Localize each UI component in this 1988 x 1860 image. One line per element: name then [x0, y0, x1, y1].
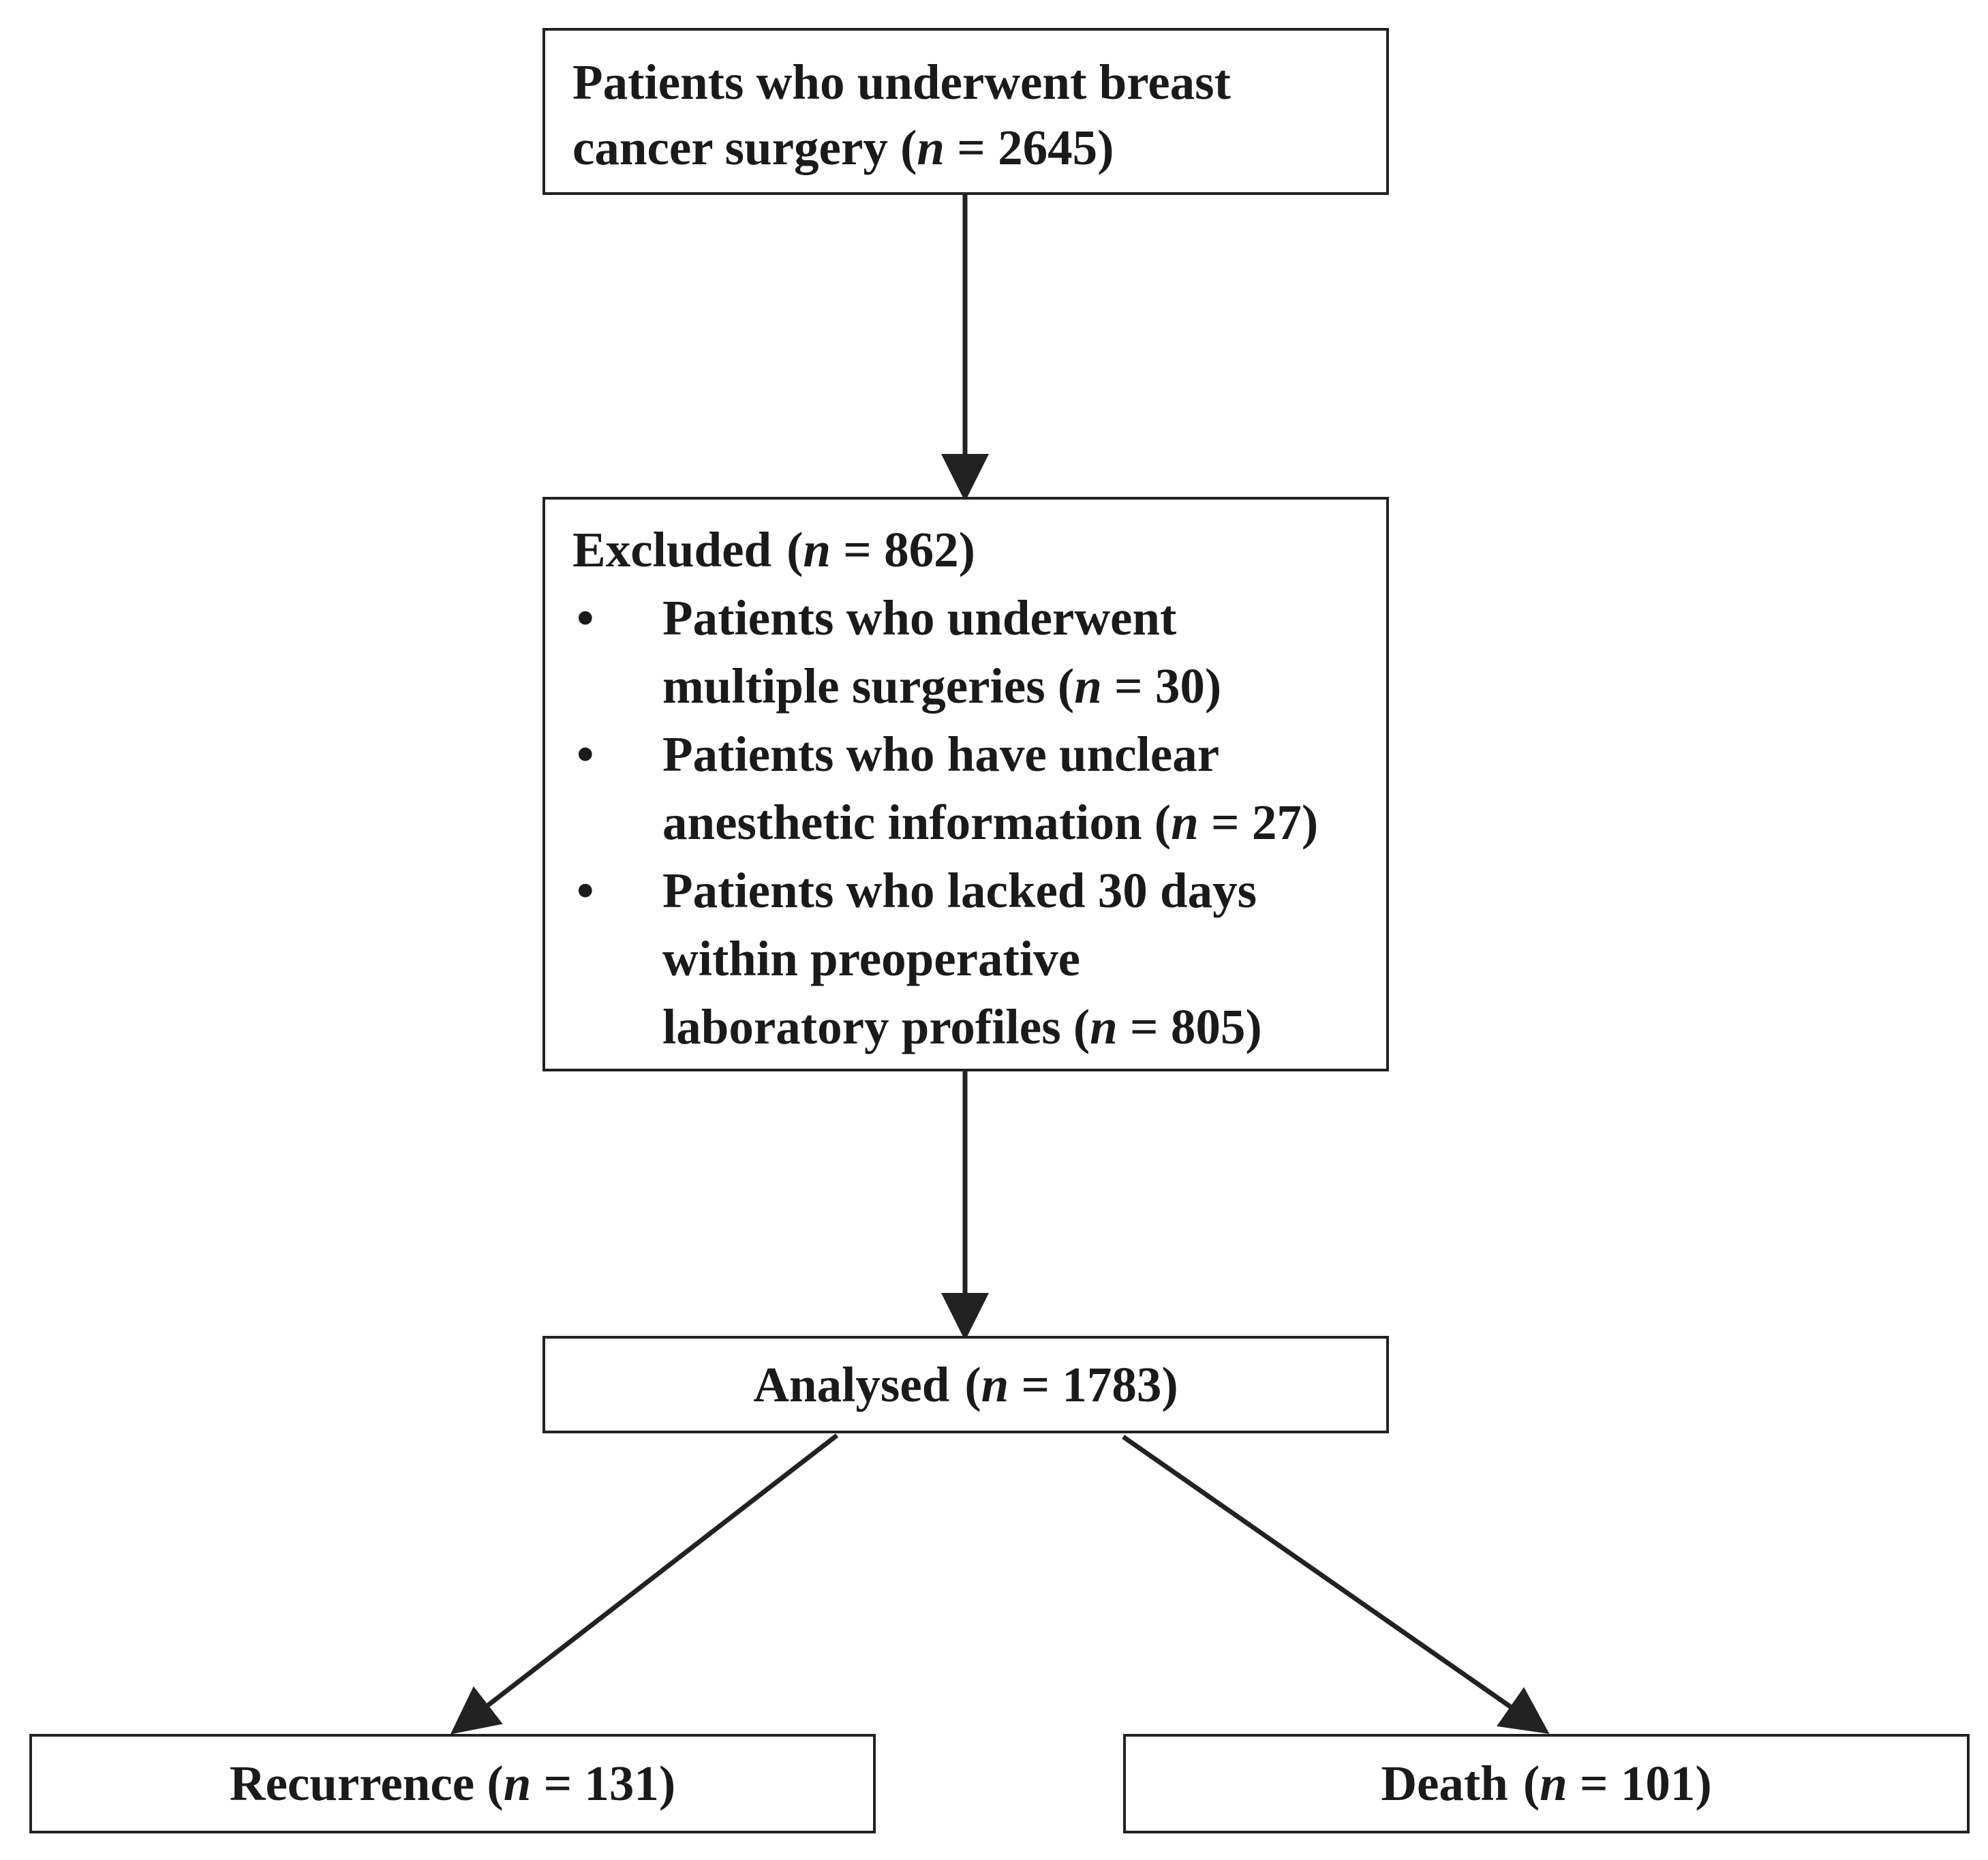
analysed-label: Analysed: [753, 1356, 950, 1412]
excluded-item-count: = 27): [1198, 795, 1319, 850]
excluded-item-line: laboratory profiles (n = 805): [662, 999, 1262, 1054]
excluded-item-line: Patients who have unclear: [662, 727, 1220, 782]
box-analysed: Analysed(n = 1783): [542, 1336, 1389, 1433]
n-symbol: n: [503, 1756, 532, 1811]
box-death: Death(n = 101): [1123, 1734, 1970, 1833]
excluded-item-line: within preoperative: [662, 931, 1081, 986]
n-symbol: n: [803, 522, 831, 577]
excluded-item-lab-profiles: • Patients who lacked 30 days within pre…: [572, 857, 1386, 1061]
death-text: Death(n = 101): [1381, 1756, 1712, 1811]
arrow-analysed-to-recurrence: [450, 1433, 839, 1735]
excluded-item-count: = 30): [1101, 658, 1222, 714]
death-label: Death: [1381, 1756, 1508, 1811]
box-surgery-patients: Patients who underwent breast cancer sur…: [542, 28, 1389, 195]
n-symbol: n: [1074, 658, 1102, 714]
top-box-line1: Patients who underwent breast: [572, 55, 1231, 110]
top-box-line2-text: cancer surgery (: [572, 120, 917, 175]
n-symbol: n: [1090, 999, 1118, 1054]
excluded-heading: Excluded (n = 862): [572, 516, 1386, 584]
arrow-analysed-to-death: [1121, 1435, 1550, 1735]
recurrence-count: = 131): [531, 1756, 676, 1811]
excluded-item-line: Patients who lacked 30 days: [662, 863, 1257, 918]
excluded-heading-label: Excluded: [572, 522, 772, 577]
analysed-count: = 1783): [1009, 1356, 1178, 1412]
n-symbol: n: [1540, 1756, 1568, 1811]
excluded-heading-open: (: [786, 522, 804, 577]
n-symbol: n: [981, 1356, 1009, 1412]
excluded-item-line: anesthetic information (n = 27): [662, 795, 1319, 850]
top-box-line2: cancer surgery (n = 2645): [572, 115, 1386, 181]
n-symbol: n: [1171, 795, 1199, 850]
bullet-icon: •: [577, 727, 594, 782]
top-box-count: = 2645): [945, 120, 1114, 175]
excluded-item-multiple-surgeries: • Patients who underwent multiple surger…: [572, 584, 1386, 720]
box-recurrence: Recurrence (n = 131): [29, 1734, 876, 1833]
death-count: = 101): [1567, 1756, 1712, 1811]
recurrence-text: Recurrence (n = 131): [230, 1755, 676, 1812]
excluded-item-line: multiple surgeries (n = 30): [662, 658, 1222, 714]
excluded-item-line: Patients who underwent: [662, 590, 1177, 645]
excluded-item-count: = 805): [1117, 999, 1262, 1054]
bullet-icon: •: [577, 590, 594, 645]
analysed-text: Analysed(n = 1783): [753, 1356, 1178, 1412]
box-excluded: Excluded(n = 862) • Patients who underwe…: [542, 497, 1389, 1071]
excluded-count: = 862): [831, 522, 975, 577]
n-symbol: n: [917, 120, 945, 175]
bullet-icon: •: [577, 863, 594, 918]
recurrence-label: Recurrence (: [229, 1756, 504, 1811]
excluded-item-unclear-anesthetic: • Patients who have unclear anesthetic i…: [572, 720, 1386, 857]
